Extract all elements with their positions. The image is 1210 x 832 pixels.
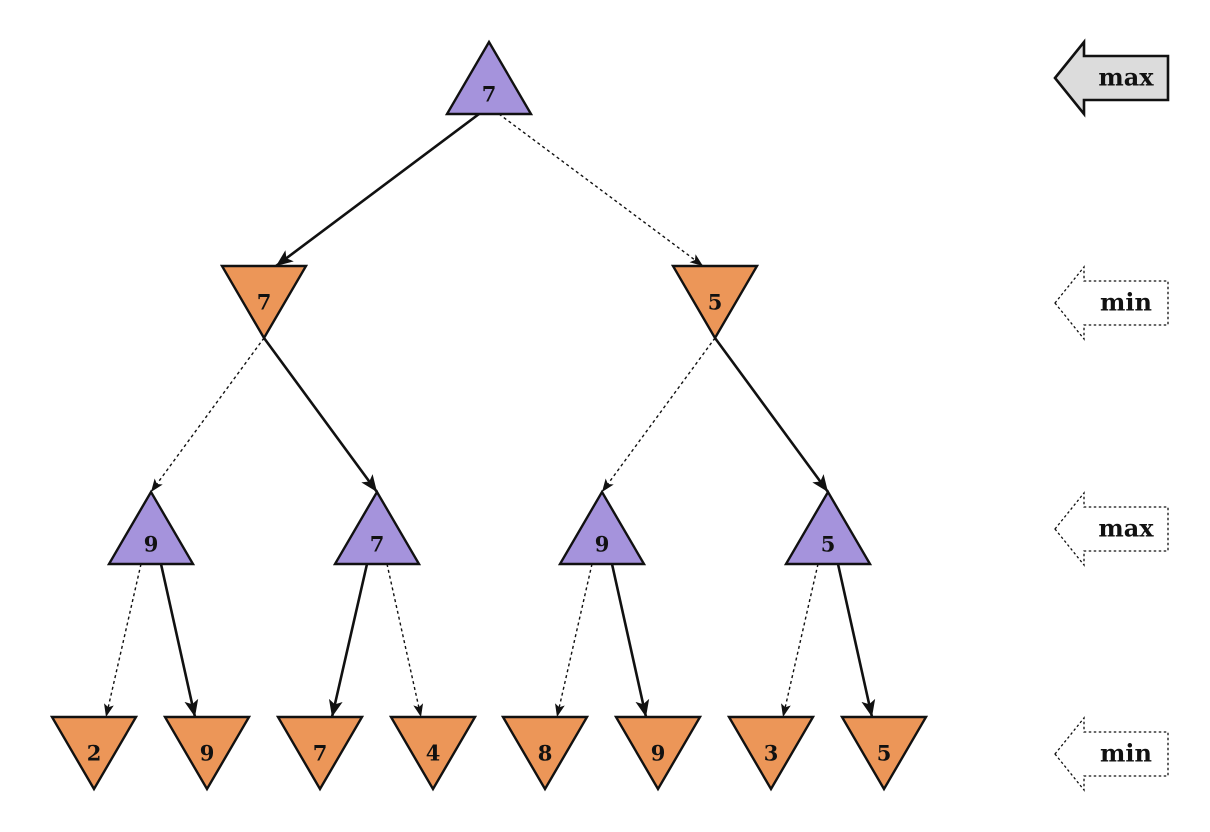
left-arrow-icon — [1054, 716, 1169, 792]
min-node-n10: 4 — [388, 715, 478, 792]
min-node-n11: 8 — [500, 715, 590, 792]
level-indicator-min-1: min — [1054, 265, 1169, 341]
node-value: 9 — [651, 741, 666, 766]
edge-n5-to-n12 — [610, 563, 650, 718]
min-node-n13: 3 — [726, 715, 816, 792]
edge-n1-to-n3 — [150, 337, 265, 493]
node-value: 8 — [538, 741, 553, 766]
down-triangle-shape — [839, 715, 929, 792]
node-value: 7 — [257, 290, 272, 315]
node-value: 9 — [595, 532, 610, 557]
level-indicator-max-2: max — [1054, 491, 1169, 567]
down-triangle-shape — [500, 715, 590, 792]
edge-n0-to-n2 — [498, 113, 704, 267]
level-label: min — [1100, 288, 1152, 317]
node-value: 7 — [370, 532, 385, 557]
down-triangle-shape — [613, 715, 703, 792]
edge-n4-to-n9 — [328, 563, 369, 718]
min-node-n14: 5 — [839, 715, 929, 792]
node-value: 7 — [313, 741, 328, 766]
node-value: 3 — [764, 741, 779, 766]
down-triangle-shape — [726, 715, 816, 792]
min-node-n1: 7 — [219, 264, 309, 341]
node-value: 5 — [877, 741, 892, 766]
edge-n3-to-n8 — [159, 563, 199, 718]
down-triangle-shape — [162, 715, 252, 792]
left-arrow-icon — [1054, 265, 1169, 341]
down-triangle-shape — [388, 715, 478, 792]
edge-n3-to-n7 — [104, 563, 142, 718]
edge-n0-to-n1 — [275, 112, 480, 268]
level-indicator-min-3: min — [1054, 716, 1169, 792]
min-node-n7: 2 — [49, 715, 139, 792]
tree-nodes: 7 7 5 9 7 9 5 2 9 7 4 8 9 3 5 — [49, 39, 929, 792]
down-triangle-shape — [49, 715, 139, 792]
up-triangle-shape — [106, 489, 196, 566]
up-triangle-shape — [557, 489, 647, 566]
tree-edges — [104, 112, 876, 718]
level-label: min — [1100, 739, 1152, 768]
node-value: 5 — [821, 532, 836, 557]
node-value: 9 — [200, 741, 215, 766]
max-node-n4: 7 — [332, 489, 422, 566]
left-arrow-icon — [1054, 491, 1169, 567]
up-triangle-shape — [444, 39, 534, 116]
max-node-n5: 9 — [557, 489, 647, 566]
max-node-n6: 5 — [783, 489, 873, 566]
down-triangle-shape — [219, 264, 309, 341]
up-triangle-shape — [783, 489, 873, 566]
node-value: 5 — [708, 290, 723, 315]
node-value: 7 — [482, 82, 497, 107]
min-node-n2: 5 — [670, 264, 760, 341]
node-value: 4 — [426, 741, 441, 766]
edge-n6-to-n13 — [781, 563, 819, 718]
edge-n2-to-n5 — [601, 337, 716, 493]
edge-n5-to-n11 — [555, 563, 593, 718]
level-indicator-max-0: max — [1053, 38, 1170, 118]
edge-n2-to-n6 — [713, 337, 830, 493]
edge-n4-to-n10 — [386, 563, 424, 718]
level-label: max — [1098, 514, 1154, 543]
edge-n6-to-n14 — [836, 563, 876, 718]
max-node-n3: 9 — [106, 489, 196, 566]
max-node-n0: 7 — [444, 39, 534, 116]
up-triangle-shape — [332, 489, 422, 566]
node-value: 2 — [87, 741, 102, 766]
level-indicators: max min max min — [1053, 38, 1170, 792]
down-triangle-shape — [275, 715, 365, 792]
min-node-n9: 7 — [275, 715, 365, 792]
min-node-n8: 9 — [162, 715, 252, 792]
node-value: 9 — [144, 532, 159, 557]
left-arrow-icon — [1053, 38, 1170, 118]
edge-n1-to-n4 — [262, 337, 379, 493]
down-triangle-shape — [670, 264, 760, 341]
level-label: max — [1098, 63, 1154, 92]
min-node-n12: 9 — [613, 715, 703, 792]
